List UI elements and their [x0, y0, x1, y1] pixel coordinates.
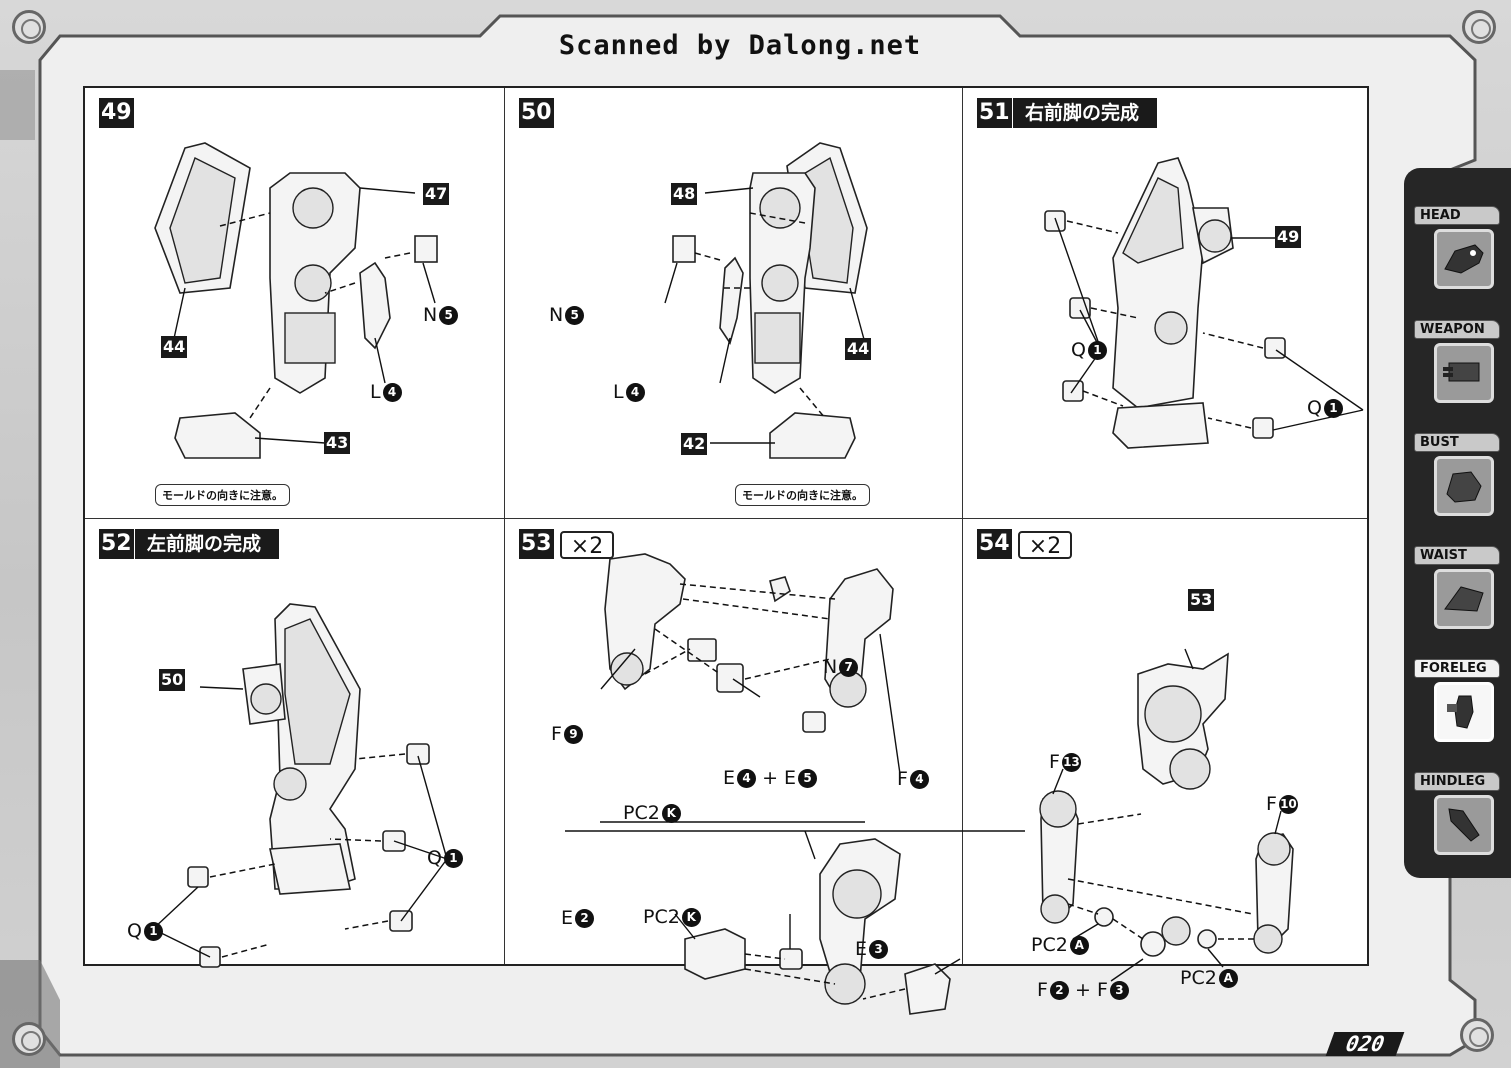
step-number: 53: [519, 529, 554, 559]
part-49: 49: [1275, 226, 1302, 248]
step-50-diagram: [664, 142, 868, 459]
part-47: 47: [423, 183, 450, 205]
bust-icon: [1434, 456, 1494, 516]
quantity-multiplier: ×2: [560, 531, 614, 559]
corner-emblem-top-right: [1462, 10, 1496, 44]
tab-label: HEAD: [1414, 206, 1500, 225]
step-51-panel: 51 右前脚の完成: [963, 88, 1367, 519]
step-52-diagram: [152, 603, 448, 968]
part-50: 50: [159, 669, 186, 691]
hindleg-icon: [1434, 795, 1494, 855]
step-51-diagram: [1044, 157, 1364, 449]
part-43: 43: [324, 432, 351, 454]
step-number: 50: [519, 98, 554, 128]
mold-orientation-note: モールドの向きに注意。: [735, 484, 870, 506]
waist-icon: [1434, 569, 1494, 629]
sidebar-tab-foreleg[interactable]: FORELEG: [1414, 659, 1500, 742]
sidebar-tab-head[interactable]: HEAD: [1414, 206, 1500, 289]
step-number: 54: [977, 529, 1012, 559]
step-49-panel: 49 47 44: [85, 88, 505, 519]
sidebar-tab-weapon[interactable]: WEAPON: [1414, 320, 1500, 403]
step-50-panel: 50 48 44: [505, 88, 963, 519]
step-54-panel: 54 ×2: [963, 519, 1367, 1001]
sidebar-tab-hindleg[interactable]: HINDLEG: [1414, 772, 1500, 855]
page-number: 020: [1325, 1032, 1405, 1056]
step-49-diagram: [154, 142, 438, 459]
weapon-icon: [1434, 343, 1494, 403]
tab-label: WEAPON: [1414, 320, 1500, 339]
tab-label: WAIST: [1414, 546, 1500, 565]
step-54-diagram: [1039, 648, 1294, 982]
part-53: 53: [1188, 589, 1215, 611]
mold-orientation-note: モールドの向きに注意。: [155, 484, 290, 506]
foreleg-icon: [1434, 682, 1494, 742]
step-title: 右前脚の完成: [1013, 98, 1158, 128]
corner-emblem-bottom-left: [12, 1022, 46, 1056]
step-number: 52: [99, 529, 134, 559]
part-44: 44: [161, 336, 188, 358]
quantity-multiplier: ×2: [1018, 531, 1072, 559]
step-53-panel: 53 ×2: [505, 519, 1025, 1015]
part-42: 42: [681, 433, 708, 455]
step-number: 51: [977, 98, 1012, 128]
step-title: 左前脚の完成: [135, 529, 280, 559]
instruction-grid: 49 47 44: [83, 86, 1369, 1015]
part-48: 48: [671, 183, 698, 205]
sidebar-tab-bust[interactable]: BUST: [1414, 433, 1500, 516]
tab-label: HINDLEG: [1414, 772, 1500, 791]
corner-emblem-bottom-right: [1460, 1018, 1494, 1052]
corner-emblem-top-left: [12, 10, 46, 44]
step-52-panel: 52 左前脚の完成: [85, 519, 505, 968]
step-number: 49: [99, 98, 134, 128]
tab-label: BUST: [1414, 433, 1500, 452]
part-44: 44: [845, 338, 872, 360]
tab-label: FORELEG: [1414, 659, 1500, 678]
head-icon: [1434, 229, 1494, 289]
sidebar-tab-waist[interactable]: WAIST: [1414, 546, 1500, 629]
scan-credit: Scanned by Dalong.net: [558, 30, 922, 61]
